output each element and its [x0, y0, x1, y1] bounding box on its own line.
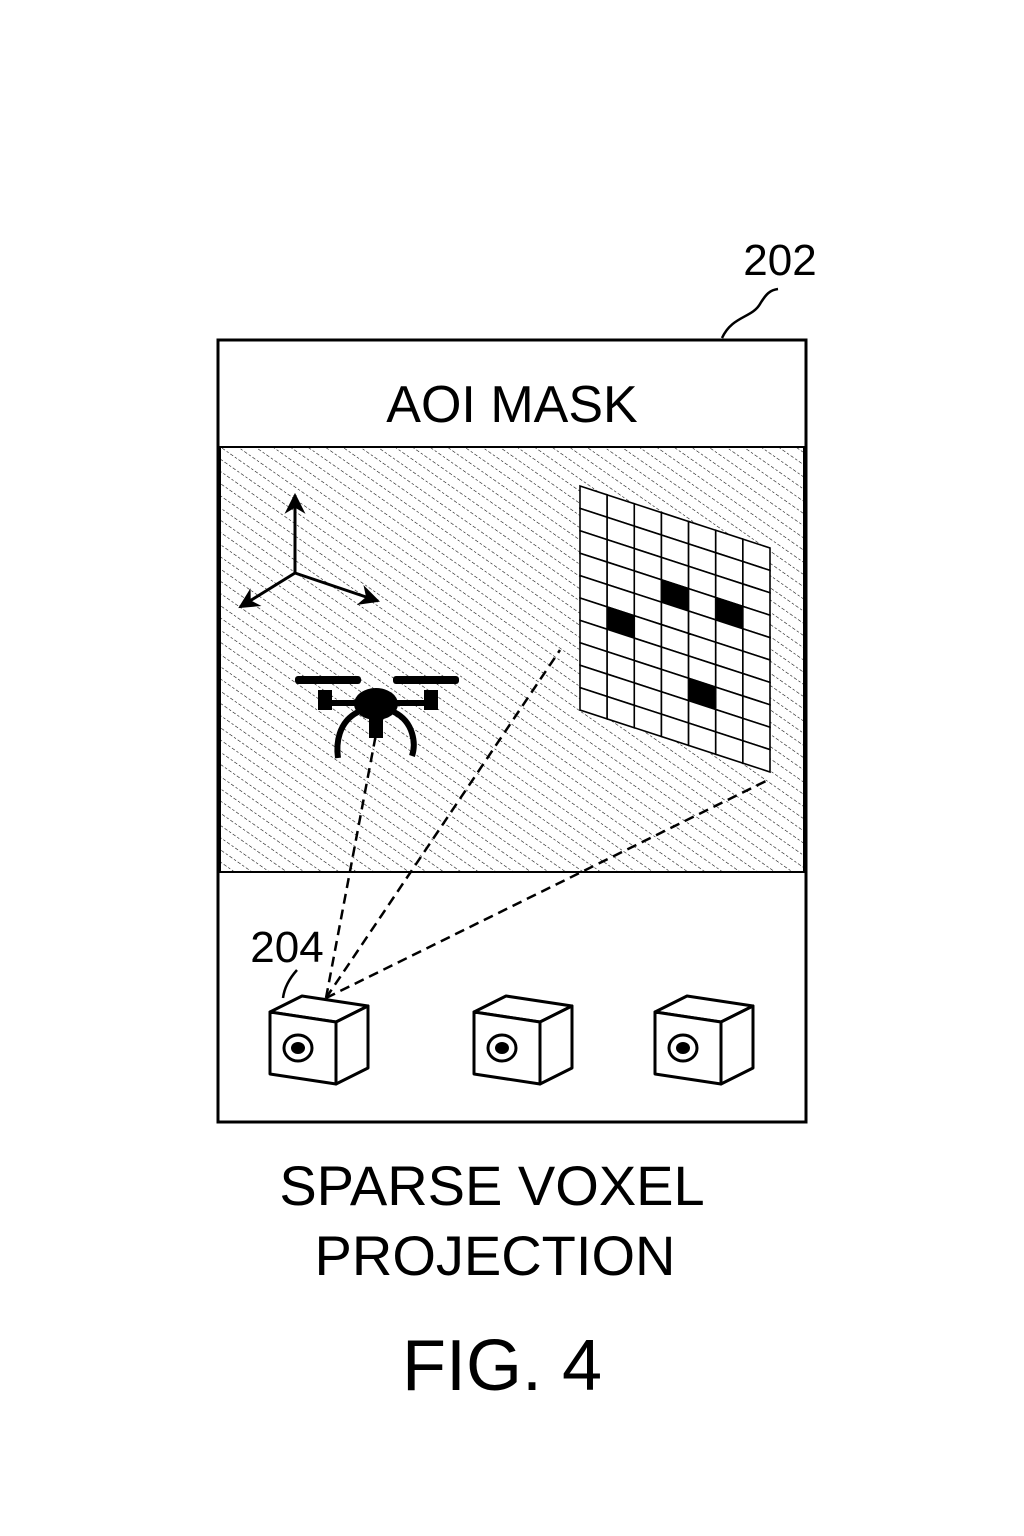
- aoi-mask-label: AOI MASK: [386, 376, 638, 434]
- ray-to-drone: [324, 733, 378, 999]
- ref-leader-202: [720, 287, 779, 339]
- ref-label-202: 202: [743, 236, 816, 285]
- ray-to-grid-left: [324, 649, 562, 999]
- caption-line-2: PROJECTION: [315, 1224, 676, 1287]
- xyz-axes-icon: [238, 492, 380, 609]
- camera-row: [268, 994, 755, 1086]
- projection-rays: [324, 649, 769, 1000]
- figure-number: FIG. 4: [402, 1326, 602, 1406]
- ref-label-204: 204: [250, 923, 323, 972]
- voxel-cell: [742, 739, 771, 774]
- camera-icon: [653, 994, 755, 1086]
- drone-icon: [295, 676, 459, 759]
- ray-to-grid-bottom: [325, 778, 769, 1000]
- voxel-grid-icon: [579, 484, 771, 774]
- camera-icon: [472, 994, 574, 1086]
- caption-line-1: SPARSE VOXEL: [279, 1154, 704, 1217]
- ref-leader-204: [281, 969, 298, 999]
- camera-icon: [268, 994, 370, 1086]
